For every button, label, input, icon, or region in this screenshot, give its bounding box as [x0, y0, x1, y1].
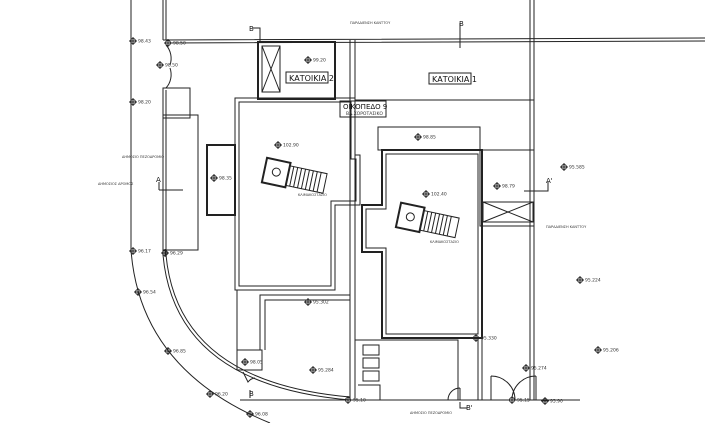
- section-mark-b-top2: B: [459, 20, 464, 28]
- doors: [165, 44, 537, 401]
- level-marker: 95.330: [472, 334, 497, 342]
- section-mark-b-bottom: B': [466, 404, 473, 412]
- level-marker: 98.05: [241, 358, 263, 366]
- level-value: 99.20: [313, 58, 326, 64]
- level-marker: 98.43: [129, 37, 151, 45]
- label-katoikia-1: ΚΑΤΟΙΚΙΑ 1: [432, 75, 477, 84]
- label-sidewalk-left: ΔΗΜΟΣΙΟ ΠΕΖΟΔΡΟΜΙΟ: [122, 155, 164, 159]
- road-boundaries: [130, 0, 705, 423]
- label-road-top: ΠΑΡΑΔΙΕΝΣΗ ΚΑΝΤΤΟΥ: [350, 21, 391, 25]
- level-value: 98.05: [250, 360, 263, 366]
- room-labels: ΚΑΤΟΙΚΙΑ 2 ΚΑΤΟΙΚΙΑ 1 ΟΙΚΟΠΕΔΟ 9 ΒΑ.ΧΟΡΟ…: [285, 71, 477, 118]
- level-value: 95.274: [531, 366, 547, 372]
- section-marks: B B A A' B' B: [156, 20, 553, 412]
- level-value: 95.224: [585, 278, 601, 284]
- label-stair-2: ΚΛΙΜΑΚΟΣΤΑΣΙΟ: [430, 240, 459, 244]
- level-value: 95.90: [550, 399, 563, 405]
- staircase-symbols: [260, 156, 460, 239]
- level-marker: 96.29: [161, 249, 183, 257]
- level-marker: 95.274: [522, 364, 547, 372]
- level-value: 96.29: [170, 251, 183, 257]
- label-katoikia-2: ΚΑΤΟΙΚΙΑ 2: [289, 74, 334, 83]
- label-stair-1: ΚΛΙΜΑΚΟΣΤΑΣΙΟ: [298, 193, 327, 197]
- katoikia-2-area: [257, 41, 336, 100]
- level-value: 102.90: [283, 143, 299, 149]
- level-marker: 96.85: [164, 347, 186, 355]
- section-mark-a-left: A: [156, 176, 161, 184]
- level-marker: 95.224: [576, 276, 601, 284]
- level-value: 98.85: [423, 135, 436, 141]
- label-road-right: ΠΑΡΑΔΙΕΝΣΗ ΚΑΝΤΤΟΥ: [546, 225, 587, 229]
- level-marker: 96.17: [129, 247, 151, 255]
- section-mark-b-top1: B: [249, 25, 254, 33]
- level-marker: 95.90: [541, 397, 563, 405]
- right-building: [361, 126, 535, 339]
- level-marker: 98.50: [164, 39, 186, 47]
- level-value: 96.08: [255, 412, 268, 418]
- level-value: 95.585: [569, 165, 585, 171]
- level-marker: 102.90: [274, 141, 299, 149]
- level-value: 98.79: [502, 184, 515, 190]
- level-value: 95.302: [313, 300, 329, 306]
- level-value: 96.20: [215, 392, 228, 398]
- level-value: 96.54: [143, 290, 156, 296]
- level-value: 98.20: [138, 100, 151, 106]
- level-marker: 98.79: [493, 182, 515, 190]
- level-marker: 99.20: [304, 56, 326, 64]
- label-sidewalk-bottom: ΔΗΜΟΣΙΟ ΠΕΖΟΔΡΟΜΙΟ: [410, 411, 452, 415]
- label-road-left: ΔΗΜΟΣΙΟΣ ΔΡΟΜΟΣ: [98, 182, 133, 186]
- level-value: 102.40: [431, 192, 447, 198]
- level-marker: 95.302: [304, 298, 329, 306]
- level-value: 96.85: [173, 349, 186, 355]
- label-plot: ΟΙΚΟΠΕΔΟ 9: [343, 103, 387, 111]
- level-marker: 102.40: [422, 190, 447, 198]
- level-value: 95.284: [318, 368, 334, 374]
- section-mark-a-right: A': [546, 177, 553, 185]
- label-plot-sub: ΒΑ.ΧΟΡΟΤΑΣΙΚΟ: [346, 111, 383, 117]
- level-markers: 98.43 98.50 98.50 98.20 99.20 102.90 98.35 96.1…: [129, 37, 619, 418]
- courtyard: [236, 290, 483, 400]
- level-marker: 95.206: [594, 346, 619, 354]
- left-building: [162, 87, 361, 291]
- level-marker: 95.15: [508, 396, 530, 404]
- level-marker: 96.08: [246, 410, 268, 418]
- level-value: 95.15: [517, 398, 530, 404]
- section-mark-b-bottom-left: B: [249, 390, 254, 398]
- level-value: 98.50: [165, 63, 178, 69]
- level-value: 98.35: [219, 176, 232, 182]
- level-marker: 98.20: [129, 98, 151, 106]
- level-marker: 96.20: [206, 390, 228, 398]
- level-marker: 96.54: [134, 288, 156, 296]
- level-marker: 95.585: [560, 163, 585, 171]
- level-marker: 95.284: [309, 366, 334, 374]
- level-value: 98.50: [173, 41, 186, 47]
- level-value: 96.17: [138, 249, 151, 255]
- level-value: 95.206: [603, 348, 619, 354]
- level-marker: 98.35: [210, 174, 232, 182]
- level-value: 95.330: [481, 336, 497, 342]
- level-value: 95.10: [353, 398, 366, 404]
- level-marker: 98.50: [156, 61, 178, 69]
- level-value: 98.43: [138, 39, 151, 45]
- road-labels: ΠΑΡΑΔΙΕΝΣΗ ΚΑΝΤΤΟΥ ΠΑΡΑΔΙΕΝΣΗ ΚΑΝΤΤΟΥ ΔΗ…: [98, 21, 587, 415]
- level-marker: 98.85: [414, 133, 436, 141]
- level-marker: 95.10: [344, 396, 366, 404]
